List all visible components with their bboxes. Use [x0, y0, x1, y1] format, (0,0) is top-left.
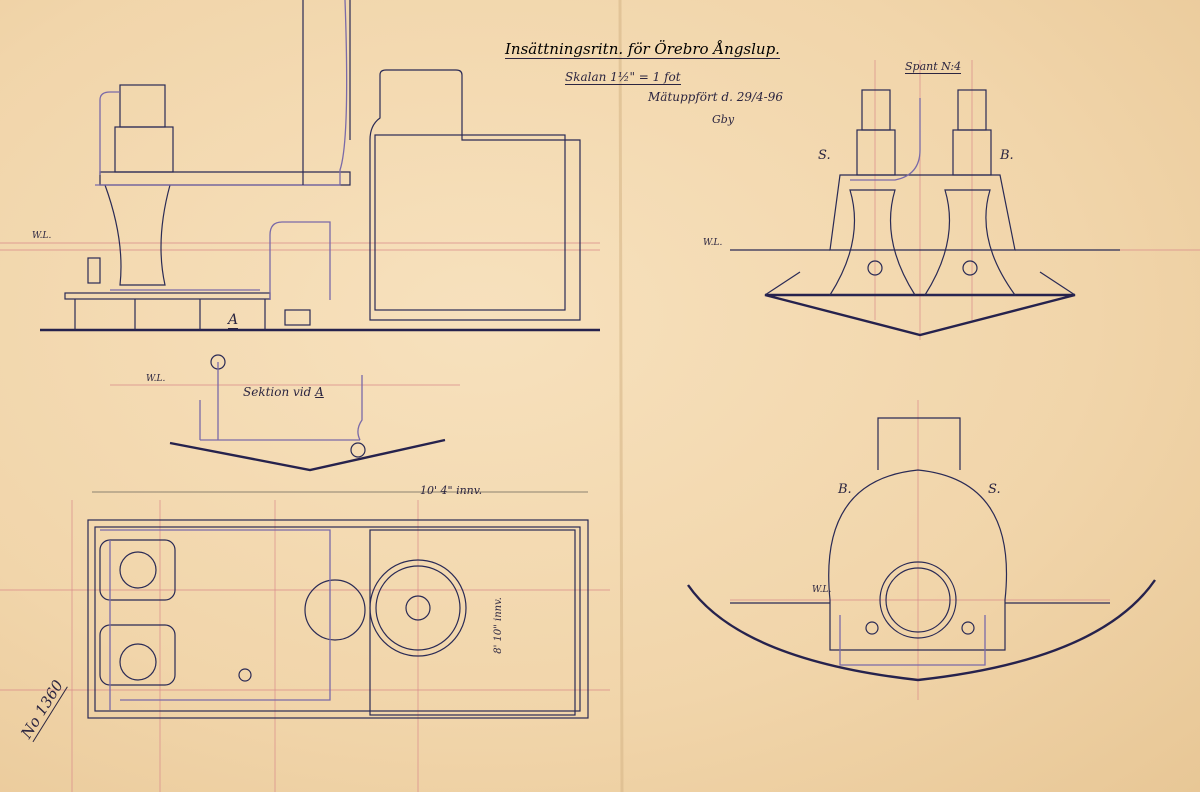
- waterline-label-1: W.L.: [32, 231, 52, 241]
- starboard-label-2: S.: [988, 482, 1001, 497]
- waterline-label-4: W.L.: [812, 585, 832, 595]
- frame-label: Spant N:4: [905, 60, 962, 74]
- section-label: Sektion vid A: [243, 385, 324, 399]
- measured-date: Mätuppfört d. 29/4-96: [648, 90, 783, 104]
- signature: Gby: [712, 113, 735, 126]
- sheet-fold: [618, 0, 624, 792]
- drawing-title: Insättningsritn. för Örebro Ångslup.: [505, 40, 780, 59]
- plan-view: [87, 491, 589, 719]
- side-elevation: [40, 0, 600, 332]
- construction-lines: [0, 60, 1200, 792]
- frame-section-view: [730, 89, 1120, 337]
- waterline-label-3: W.L.: [703, 238, 723, 248]
- section-a-view: [169, 354, 446, 472]
- starboard-label-1: S.: [818, 148, 831, 163]
- width-dimension: 8' 10" innv.: [492, 597, 504, 654]
- boiler-section-view: [687, 417, 1156, 682]
- section-label-text: Sektion vid: [243, 385, 312, 399]
- waterline-label-2: W.L.: [146, 374, 166, 384]
- port-label-1: B.: [1000, 148, 1014, 163]
- section-letter: A: [315, 385, 324, 399]
- port-label-2: B.: [838, 482, 852, 497]
- length-dimension: 10' 4" innv.: [420, 484, 483, 497]
- section-marker: A: [228, 312, 239, 329]
- scale-label: Skalan 1½" = 1 fot: [565, 70, 681, 85]
